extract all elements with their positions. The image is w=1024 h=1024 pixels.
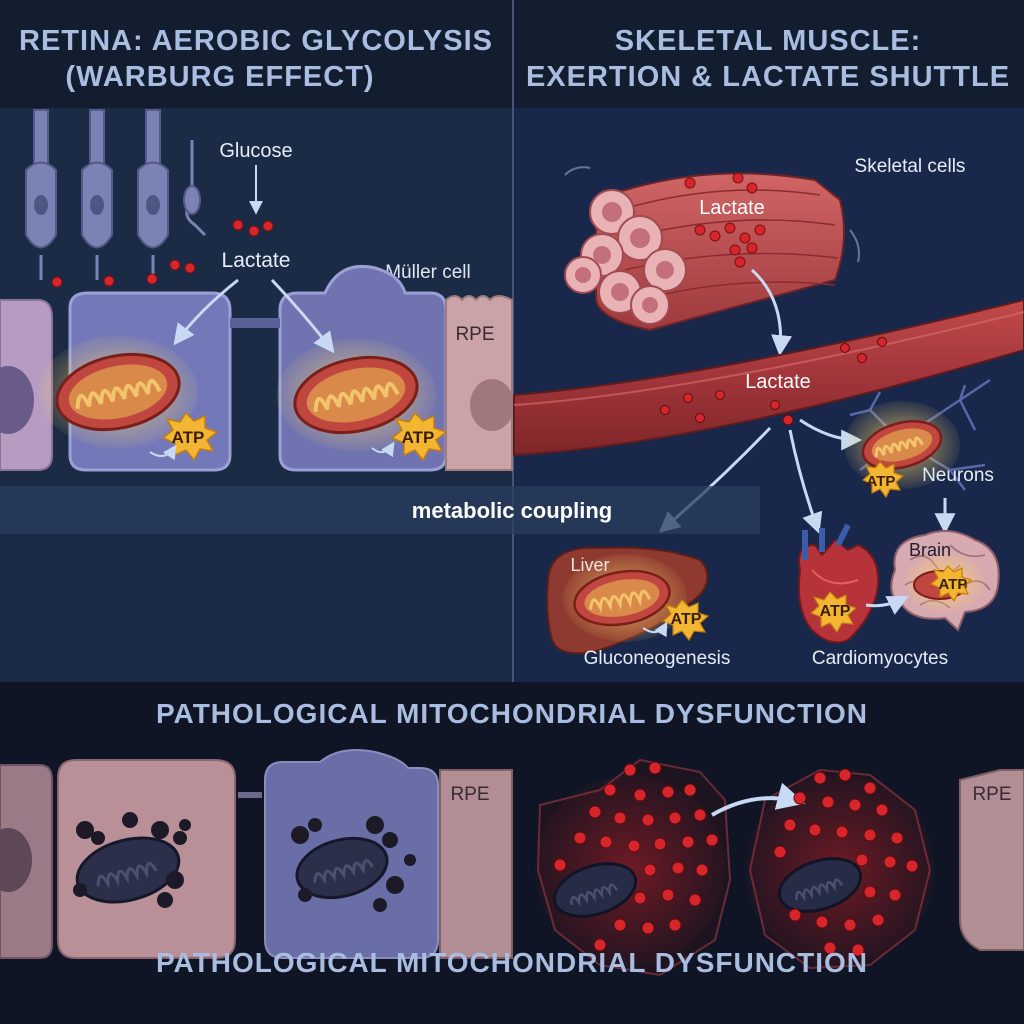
mitochondrion-retina-right bbox=[276, 339, 436, 451]
pathology-transfer-arrow bbox=[710, 782, 806, 817]
muscle-title-line1: SKELETAL MUSCLE: bbox=[615, 25, 922, 57]
muscle-header-bg bbox=[514, 0, 1024, 108]
cell-junction bbox=[230, 318, 280, 328]
neurons-label: Neurons bbox=[922, 465, 994, 486]
liver bbox=[546, 546, 710, 655]
atp-burst-retina-left bbox=[149, 411, 219, 462]
brain-label: Brain bbox=[909, 540, 951, 560]
atp-label-neurons: ATP bbox=[867, 473, 896, 490]
gluconeogenesis-label: Gluconeogenesis bbox=[584, 648, 731, 669]
muscle-title-line2: EXERTION & LACTATE SHUTTLE bbox=[526, 61, 1010, 93]
pathology-title-bottom: PATHOLOGICAL MITOCHONDRIAL DYSFUNCTION bbox=[156, 947, 868, 978]
muscle-lactate-dots bbox=[684, 172, 766, 268]
neuron-cluster bbox=[844, 378, 991, 499]
brain bbox=[890, 530, 1000, 632]
damaged-mitochondria-retina bbox=[73, 812, 416, 912]
liver-label: Liver bbox=[570, 555, 609, 575]
metabolic-coupling-banner bbox=[0, 486, 760, 534]
rpe-cell-retina bbox=[445, 295, 514, 471]
atp-label-liver: ATP bbox=[671, 611, 702, 628]
atp-label-heart: ATP bbox=[820, 603, 851, 620]
retina-lactate-label: Lactate bbox=[222, 249, 291, 272]
atp-burst-retina-right bbox=[371, 411, 448, 462]
retina-cell-left bbox=[0, 299, 53, 471]
retina-header-bg bbox=[0, 0, 512, 108]
cardiomyocytes-label: Cardiomyocytes bbox=[812, 648, 948, 669]
retina-title-line1: RETINA: AEROBIC GLYCOLYSIS bbox=[19, 25, 493, 57]
rpe-label-pathology-right: RPE bbox=[972, 784, 1011, 805]
heart bbox=[797, 523, 880, 644]
photoreceptors bbox=[25, 109, 207, 280]
pathology-title-top: PATHOLOGICAL MITOCHONDRIAL DYSFUNCTION bbox=[156, 698, 868, 729]
rpe-label-pathology-left: RPE bbox=[450, 784, 489, 805]
muscle-to-vessel-arrow bbox=[750, 268, 793, 357]
metabolic-coupling-label: metabolic coupling bbox=[412, 498, 612, 523]
arrow-to-heart bbox=[788, 429, 823, 534]
blood-vessel bbox=[513, 298, 1024, 457]
muller-cell-label: Müller cell bbox=[385, 262, 471, 283]
heart-to-brain-arrow bbox=[865, 596, 909, 615]
vessel-lactate-label: Lactate bbox=[745, 371, 811, 393]
muscle-fiber-bundle bbox=[564, 166, 860, 332]
damaged-mitochondria-muscle bbox=[552, 857, 863, 918]
rpe-label-retina: RPE bbox=[455, 324, 494, 345]
atp-label-retina-right: ATP bbox=[402, 428, 435, 447]
mitochondrion-retina-left bbox=[38, 336, 198, 448]
vessel-lactate-dots bbox=[660, 337, 887, 426]
lactate-arrow-right bbox=[270, 278, 335, 354]
glucose-label: Glucose bbox=[219, 140, 292, 162]
lactate-arrow-left bbox=[173, 278, 239, 346]
atp-label-brain: ATP bbox=[939, 576, 968, 593]
atp-label-retina-left: ATP bbox=[172, 428, 205, 447]
skeletal-cells-label: Skeletal cells bbox=[855, 156, 966, 177]
retina-title-line2: (WARBURG EFFECT) bbox=[65, 61, 374, 93]
muscle-lactate-label: Lactate bbox=[699, 197, 765, 219]
pathology-lactate-accumulation bbox=[553, 761, 919, 957]
